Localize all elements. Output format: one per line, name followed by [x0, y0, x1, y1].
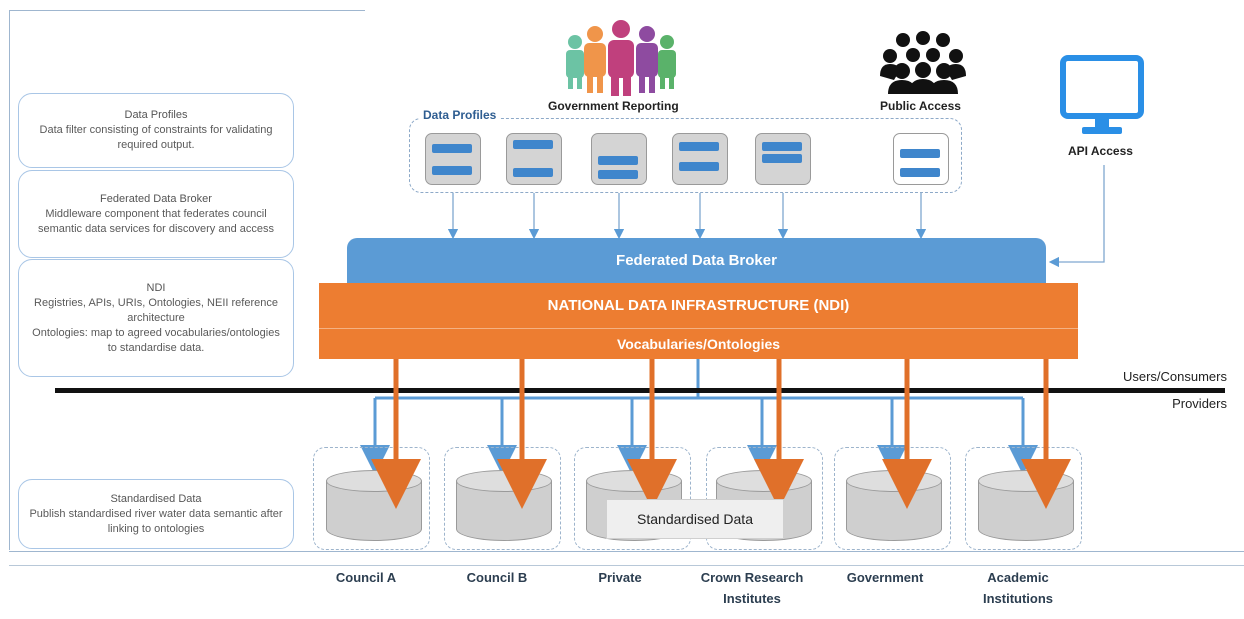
institution-label: Crown Research Institutes — [700, 570, 804, 606]
institution-label: Government — [846, 570, 924, 585]
data-profiles-label: Data Profiles — [420, 108, 500, 122]
data-profile-card — [506, 133, 562, 185]
info-box-federated-broker: Federated Data Broker Middleware compone… — [18, 170, 294, 258]
data-profile-card — [591, 133, 647, 185]
info-box-ndi: NDI Registries, APIs, URIs, Ontologies, … — [18, 259, 294, 377]
providers-label: Providers — [1172, 396, 1227, 411]
crowd-icon — [880, 31, 966, 94]
public-access-label: Public Access — [880, 99, 961, 113]
info-box-title: NDI — [146, 281, 166, 294]
info-box-text: Data filter consisting of constraints fo… — [39, 124, 273, 151]
standardised-data-label: Standardised Data — [606, 499, 784, 539]
institution-label: Academic Institutions — [982, 570, 1054, 606]
frame-bottom-line — [9, 551, 1244, 552]
monitor-icon — [1060, 55, 1144, 134]
api-access-label: API Access — [1068, 144, 1133, 158]
frame-bottom-line-2 — [9, 565, 1244, 566]
info-box-text: Registries, APIs, URIs, Ontologies, NEII… — [32, 296, 280, 354]
institution-label: Private — [598, 570, 642, 585]
provider-frame — [313, 447, 430, 550]
info-box-data-profiles: Data Profiles Data filter consisting of … — [18, 93, 294, 168]
data-profile-card — [672, 133, 728, 185]
data-profile-card — [755, 133, 811, 185]
data-profile-card — [893, 133, 949, 185]
national-data-infrastructure: NATIONAL DATA INFRASTRUCTURE (NDI) — [319, 283, 1078, 329]
vocabularies-ontologies: Vocabularies/Ontologies — [319, 329, 1078, 359]
provider-frame — [706, 447, 823, 550]
users-providers-divider — [55, 388, 1225, 393]
info-box-title: Federated Data Broker — [100, 192, 212, 205]
info-box-text: Publish standardised river water data se… — [29, 507, 283, 535]
info-box-title: Standardised Data — [110, 492, 202, 505]
provider-frame — [574, 447, 691, 550]
info-box-standardised-data: Standardised Data Publish standardised r… — [18, 479, 294, 549]
institution-label: Council B — [466, 570, 528, 585]
frame-left-line — [9, 10, 10, 550]
users-consumers-label: Users/Consumers — [1122, 369, 1227, 384]
federated-data-broker: Federated Data Broker — [347, 238, 1046, 283]
institution-label: Council A — [335, 570, 397, 585]
government-reporting-label: Government Reporting — [548, 99, 679, 113]
data-profiles-frame — [409, 118, 962, 193]
provider-frame — [965, 447, 1082, 550]
frame-top-line — [10, 10, 365, 11]
info-box-text: Middleware component that federates coun… — [38, 207, 274, 235]
info-box-title: Data Profiles — [124, 109, 188, 121]
people-group-icon — [566, 20, 676, 96]
provider-frame — [444, 447, 561, 550]
data-profile-card — [425, 133, 481, 185]
provider-frame — [834, 447, 951, 550]
